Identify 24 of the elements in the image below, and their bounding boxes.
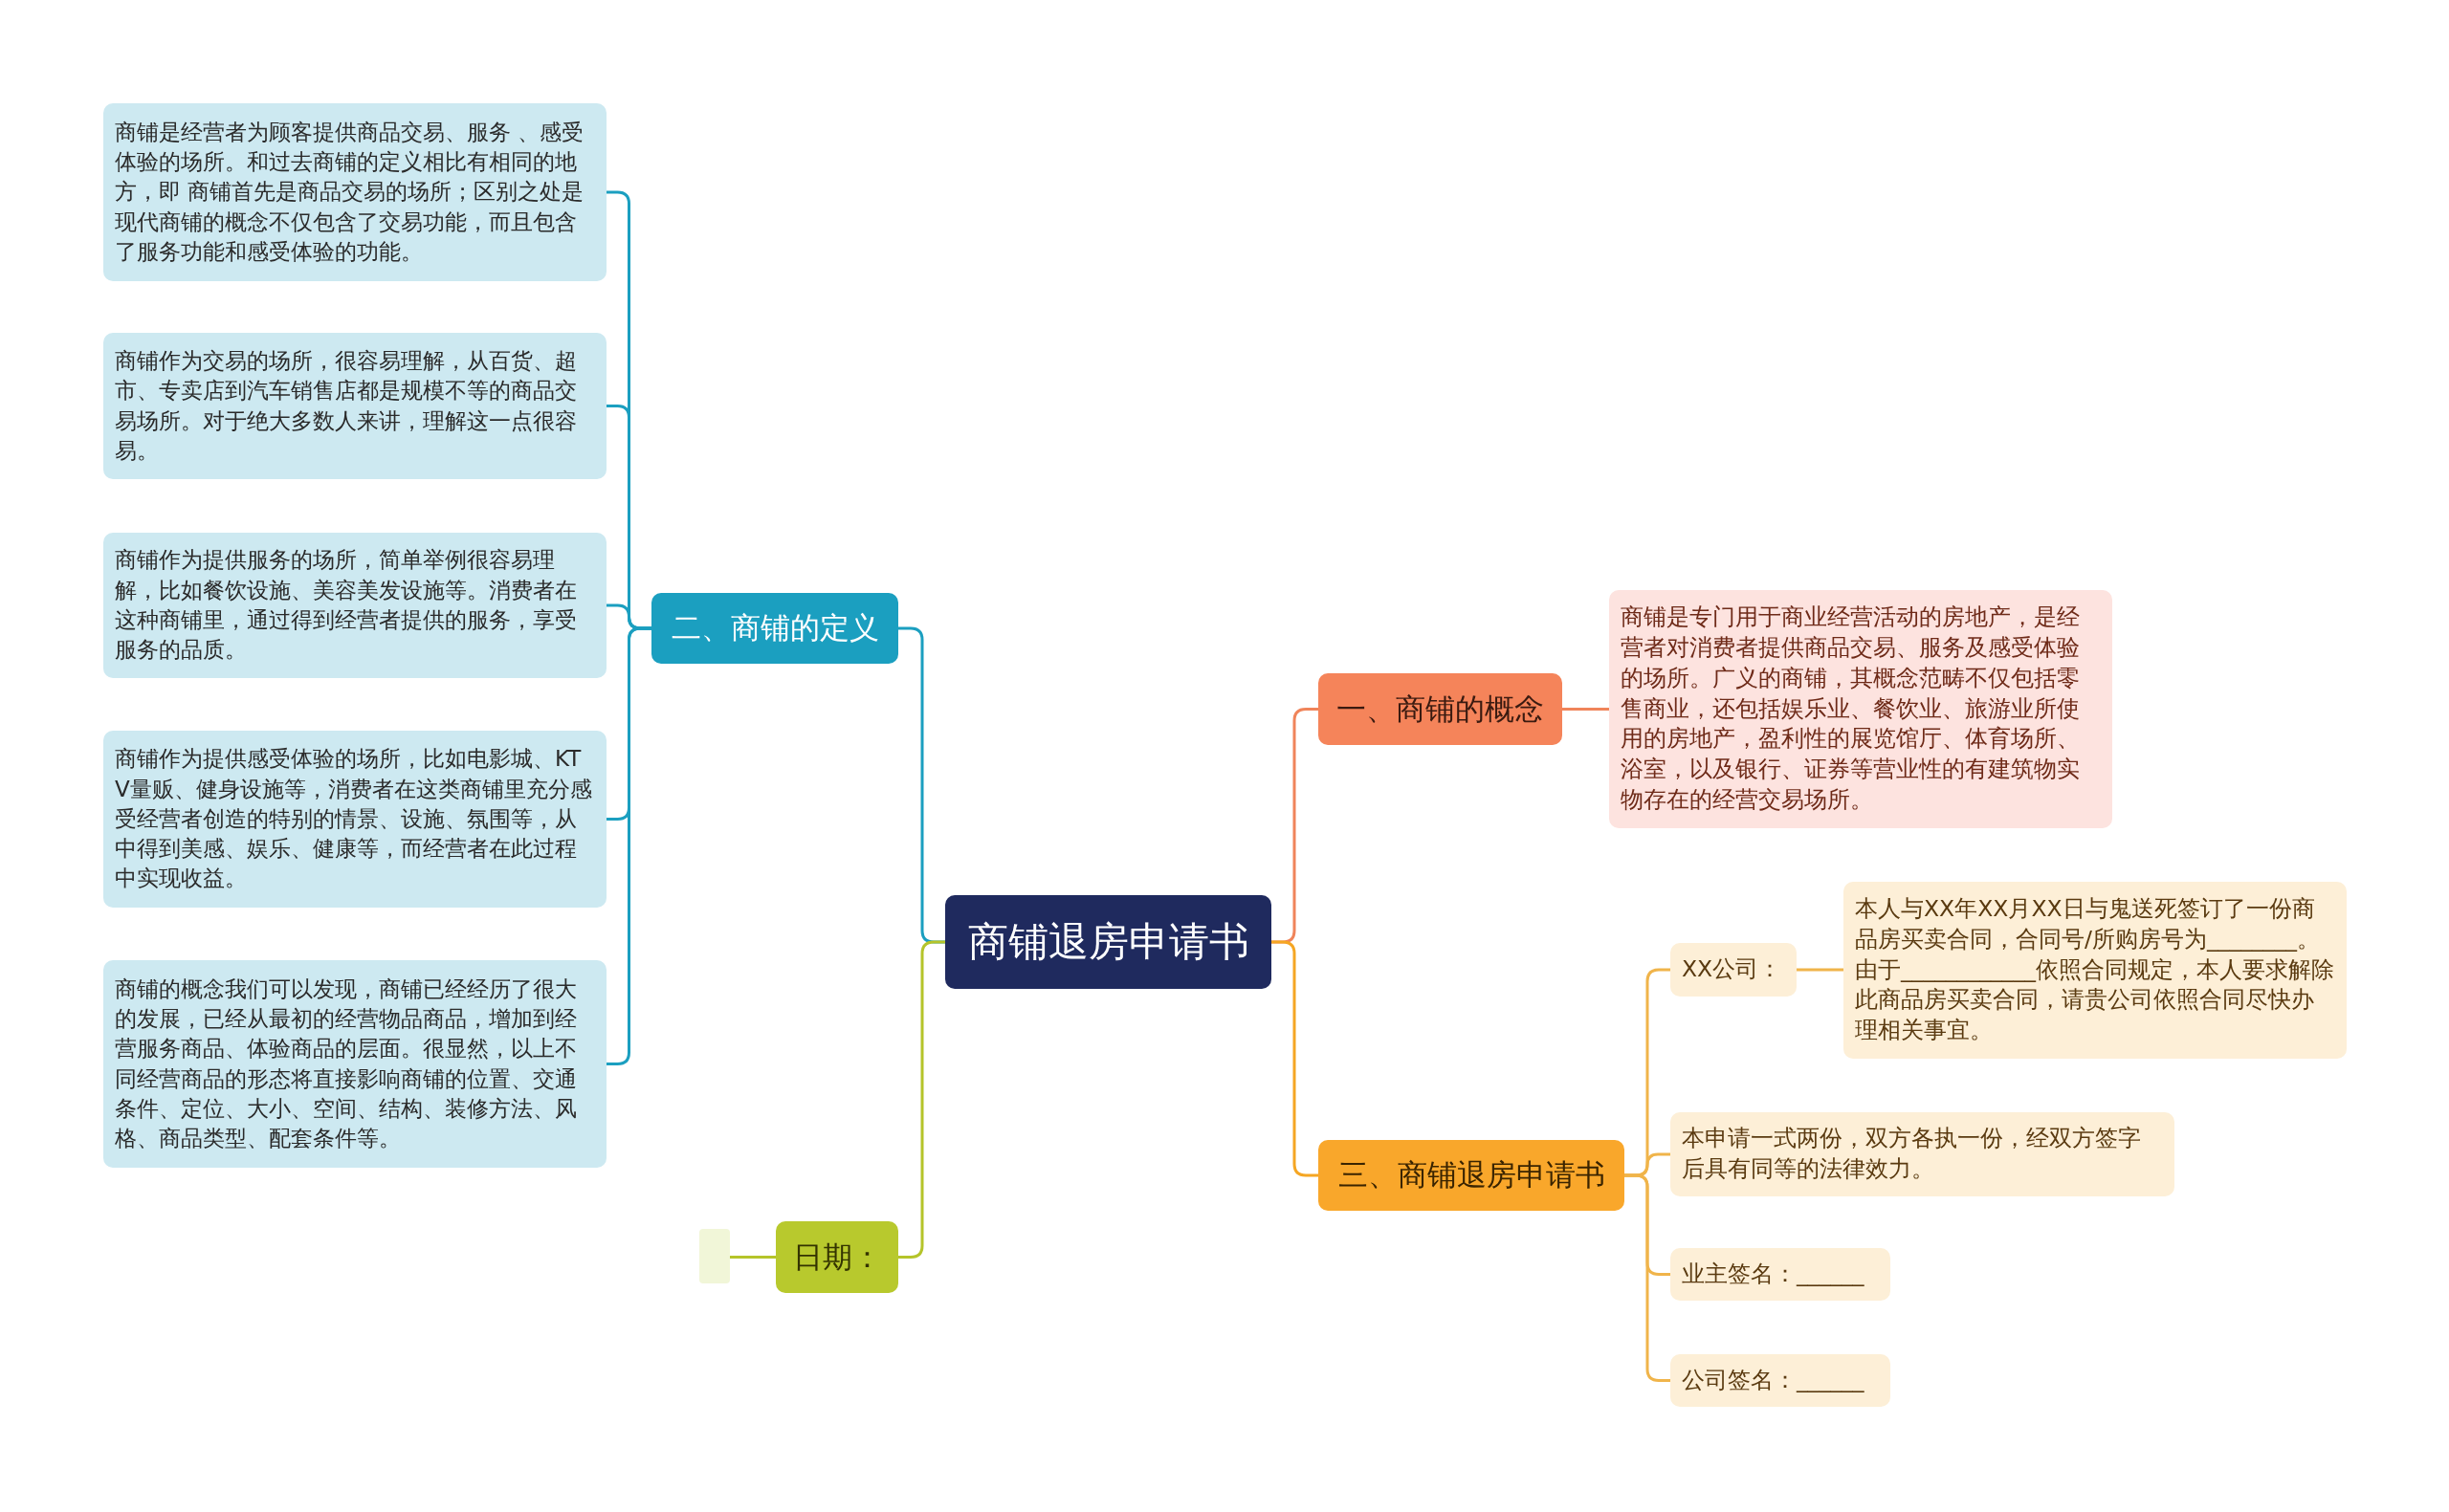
box-shape	[699, 1229, 730, 1283]
connector-line	[1624, 1173, 1670, 1382]
connector-line	[898, 940, 945, 1259]
text-card: 本人与XX年XX月XX日与鬼送死签订了一份商品房买卖合同，合同号/所购房号为________。由于____________依照合同规定，本人要求解除此商品房买卖合同，请贵公司依照合同尽快办理相关事宜。	[1843, 882, 2347, 1059]
topic-box: 三、商铺退房申请书	[1318, 1140, 1624, 1211]
connector-line	[1562, 708, 1609, 711]
connector-line	[607, 626, 651, 1065]
topic-box: 二、商铺的定义	[651, 593, 898, 664]
topic-box: 日期：	[776, 1221, 898, 1293]
connector-line	[1271, 940, 1318, 1177]
text-card: 商铺作为提供服务的场所，简单举例很容易理解，比如餐饮设施、美容美发设施等。消费者在这种商铺里，通过得到经营者提供的服务，享受服务的品质。	[103, 533, 607, 678]
text-card: 商铺作为交易的场所，很容易理解，从百货、超市、专卖店到汽车销售店都是规模不等的商品交易场所。对于绝大多数人来讲，理解这一点很容易。	[103, 333, 607, 479]
text-card: 商铺是经营者为顾客提供商品交易、服务 、感受体验的场所。和过去商铺的定义相比有相同的地方，即 商铺首先是商品交易的场所；区别之处是现代商铺的概念不仅包含了交易功能，而且包含了服务功能和感受体验的功能。	[103, 103, 607, 281]
connector-line	[1797, 968, 1843, 972]
text-card: 本申请一式两份，双方各执一份，经双方签字后具有同等的法律效力。	[1670, 1112, 2174, 1196]
text-card: XX公司：	[1670, 943, 1797, 997]
text-card: 业主签名：______	[1670, 1248, 1890, 1301]
topic-box: 一、商铺的概念	[1318, 673, 1562, 745]
connector-line	[730, 1256, 776, 1259]
text-card: 商铺的概念我们可以发现，商铺已经经历了很大的发展，已经从最初的经营物品商品，增加到经营服务商品、体验商品的层面。很显然，以上不同经营商品的形态将直接影响商铺的位置、交通条件、定位、大小、空间、结构、装修方法、风格、商品类型、配套条件等。	[103, 960, 607, 1168]
text-card: 公司签名：______	[1670, 1354, 1890, 1407]
text-card: 商铺作为提供感受体验的场所，比如电影城、KTV量贩、健身设施等，消费者在这类商铺里充分感受经营者创造的特别的情景、设施、氛围等，从中得到美感、娱乐、健康等，而经营者在此过程中实现收益。	[103, 731, 607, 908]
text-card: 商铺是专门用于商业经营活动的房地产，是经营者对消费者提供商品交易、服务及感受体验的场所。广义的商铺，其概念范畴不仅包括零售商业，还包括娱乐业、餐饮业、旅游业所使用的房地产，盈利性的展览馆厅、体育场所、浴室，以及银行、证券等营业性的有建筑物实物存在的经营交易场所。	[1609, 590, 2112, 828]
root-topic: 商铺退房申请书	[945, 895, 1271, 989]
